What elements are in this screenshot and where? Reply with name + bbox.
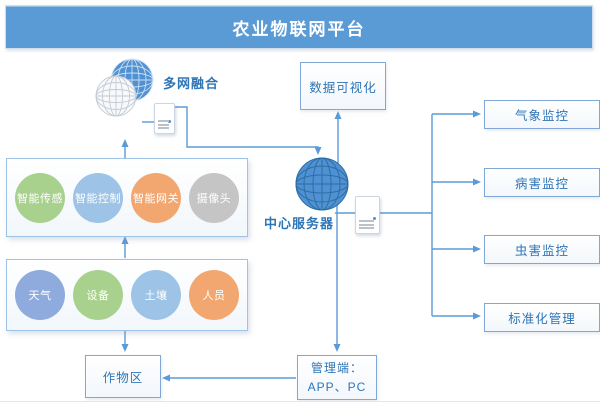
node-smart-gateway: 智能网关 — [131, 172, 181, 223]
connector-lines — [121, 106, 481, 382]
central-server-globe-icon — [295, 157, 349, 211]
page-title: 农业物联网平台 — [232, 19, 366, 39]
node-label: 虫害监控 — [514, 244, 569, 258]
node-label: 智能网关 — [133, 192, 179, 205]
node-weather-monitoring: 气象监控 — [484, 100, 600, 129]
node-label-line2: APP、PC — [307, 379, 367, 394]
node-label: 土壤 — [144, 290, 168, 302]
node-label: 标准化管理 — [508, 312, 576, 326]
node-pest-monitoring: 虫害监控 — [484, 235, 600, 264]
node-personnel: 人员 — [189, 270, 239, 320]
node-standardized-management: 标准化管理 — [484, 303, 600, 332]
node-weather: 天气 — [15, 270, 65, 320]
node-label-line1: 管理端： — [310, 360, 363, 375]
server-led-icon — [168, 119, 171, 123]
node-camera: 摄像头 — [189, 172, 239, 223]
server-slots-icon — [158, 119, 169, 129]
node-label: 病害监控 — [514, 177, 569, 191]
title-banner: 农业物联网平台 — [5, 5, 593, 49]
panel-smart-devices: 智能传感 智能控制 智能网关 摄像头 — [6, 158, 248, 237]
fusion-label: 多网融合 — [163, 76, 220, 91]
node-label: 气象监控 — [514, 109, 569, 123]
node-smart-control: 智能控制 — [73, 172, 123, 223]
node-label: 天气 — [28, 290, 52, 302]
node-data-visualization: 数据可视化 — [300, 62, 386, 110]
node-label: 设备 — [86, 290, 110, 302]
server-slots-icon — [359, 219, 374, 229]
panel-monitored-elements: 天气 设备 土壤 人员 — [6, 259, 248, 331]
node-disease-monitoring: 病害监控 — [484, 168, 600, 197]
node-crop-area: 作物区 — [85, 355, 161, 398]
node-management-terminal: 管理端： APP、PC — [297, 355, 377, 400]
node-label: 智能控制 — [75, 192, 121, 205]
fusion-globe-gray-icon — [95, 75, 137, 117]
node-equipment: 设备 — [73, 270, 123, 320]
node-label: 数据可视化 — [309, 80, 377, 95]
central-server-label: 中心服务器 — [264, 216, 335, 231]
node-smart-sensing: 智能传感 — [15, 172, 65, 223]
fusion-server-icon — [154, 103, 175, 134]
node-label: 智能传感 — [17, 192, 63, 205]
node-label: 摄像头 — [196, 192, 232, 205]
server-led-icon — [373, 216, 376, 220]
node-label: 人员 — [202, 290, 226, 302]
node-soil: 土壤 — [131, 270, 181, 320]
central-server-tower-icon — [355, 196, 380, 234]
node-label: 作物区 — [102, 371, 144, 385]
